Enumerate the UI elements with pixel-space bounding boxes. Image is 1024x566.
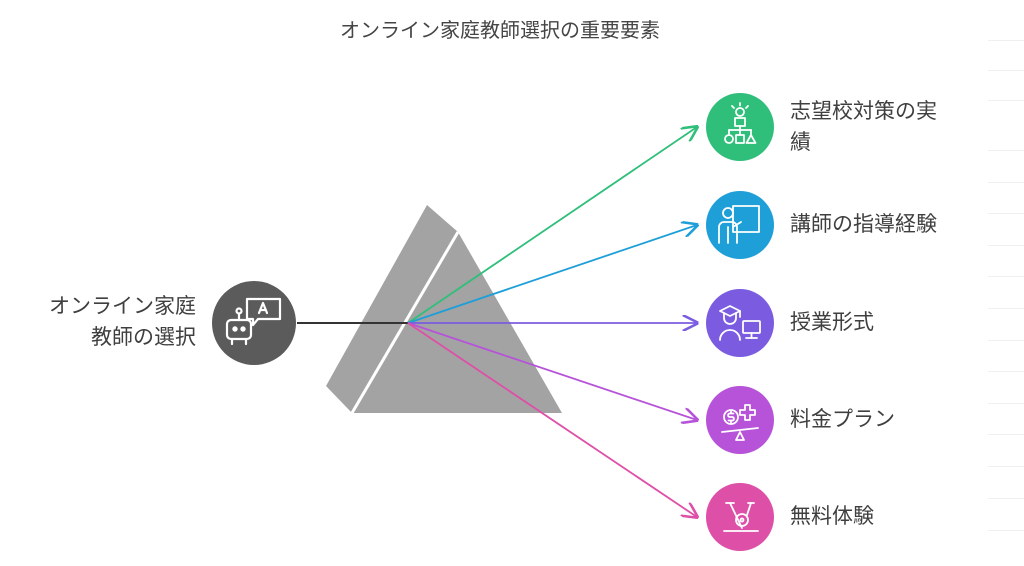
right-edge-strip xyxy=(988,0,1024,566)
output-label-1-line2: 績 xyxy=(790,130,811,154)
ray-2 xyxy=(407,225,697,324)
ray-4 xyxy=(407,322,697,420)
teacher-board-icon xyxy=(706,191,774,259)
graduate-computer-icon xyxy=(706,289,774,357)
output-label-5: 無料体験 xyxy=(790,501,980,532)
output-label-1: 志望校対策の実 績 xyxy=(790,96,980,158)
input-label-line2: 教師の選択 xyxy=(91,325,196,349)
output-label-2-line1: 講師の指導経験 xyxy=(790,212,937,236)
output-label-2: 講師の指導経験 xyxy=(790,209,980,240)
ray-1 xyxy=(407,127,697,324)
exercise-bike-icon xyxy=(706,483,774,551)
robot-chat-icon xyxy=(212,281,296,365)
input-label: オンライン家庭 教師の選択 xyxy=(18,291,196,353)
diagram-title: オンライン家庭教師選択の重要要素 xyxy=(340,18,660,42)
output-rays xyxy=(407,127,697,517)
output-label-3-line1: 授業形式 xyxy=(790,310,874,334)
hierarchy-icon xyxy=(706,93,774,161)
output-label-5-line1: 無料体験 xyxy=(790,504,874,528)
output-label-4: 料金プラン xyxy=(790,404,980,435)
output-label-3: 授業形式 xyxy=(790,307,980,338)
money-scale-icon xyxy=(706,386,774,454)
prism-shape xyxy=(326,205,562,414)
ray-5 xyxy=(407,322,697,517)
output-label-1-line1: 志望校対策の実 xyxy=(790,99,937,123)
input-label-line1: オンライン家庭 xyxy=(49,294,196,318)
output-label-4-line1: 料金プラン xyxy=(790,407,895,431)
